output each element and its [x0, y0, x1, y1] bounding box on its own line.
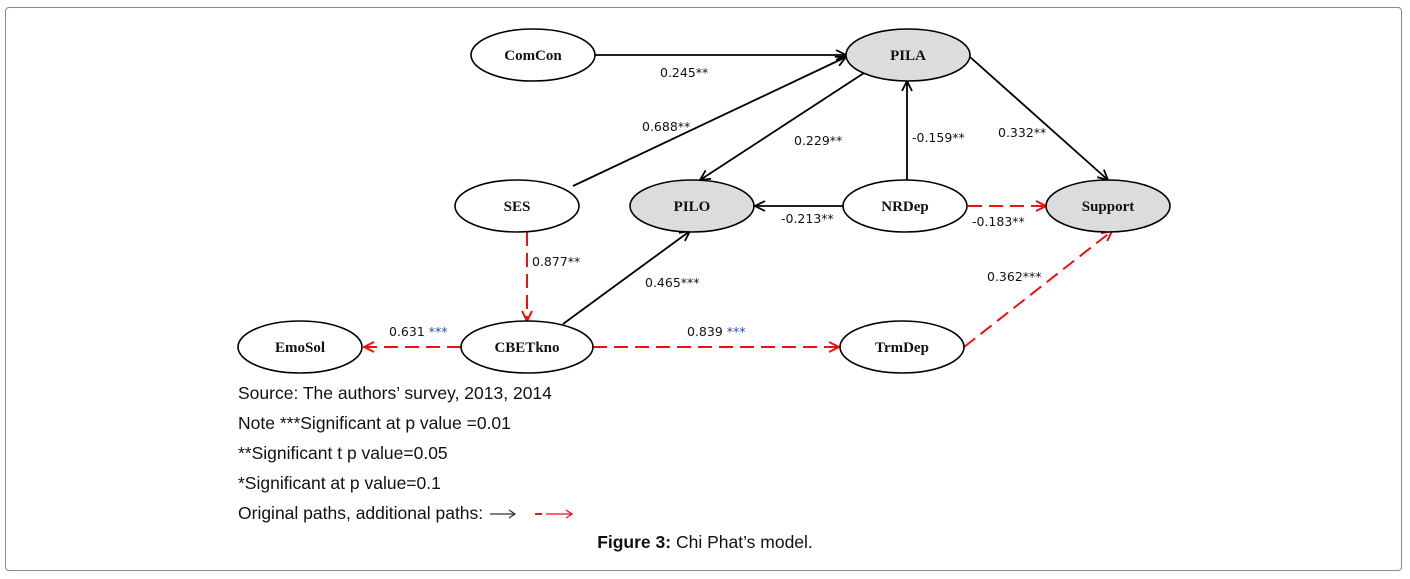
node-nrdep: NRDep [842, 179, 968, 233]
path-pila-to-pilo [700, 72, 865, 180]
significance-stars: ** [568, 254, 581, 269]
coef-label-cbetkno-to-trmdep: 0.839 *** [687, 324, 746, 339]
original-path-arrow-icon [490, 509, 517, 519]
node-label: Support [1082, 199, 1135, 215]
node-label: TrmDep [875, 340, 929, 356]
significance-stars: *** [429, 324, 448, 339]
figure-notes: Source: The authors’ survey, 2013, 2014 … [238, 378, 577, 528]
coef-value: -0.159 [912, 130, 952, 145]
node-ellipse [839, 320, 965, 374]
node-ellipse [1045, 179, 1171, 233]
coef-value: 0.332 [998, 125, 1034, 140]
coef-value: 0.245 [660, 65, 696, 80]
caption-prefix: Figure 3: [597, 532, 672, 552]
coef-value: -0.183 [972, 214, 1012, 229]
coef-value: 0.631 [389, 324, 429, 339]
coef-label-comcon-to-pila: 0.245** [660, 65, 708, 80]
additional-path-arrow-icon [534, 509, 574, 519]
significance-stars: *** [681, 275, 700, 290]
legend-text: Original paths, additional paths: [238, 503, 489, 523]
coef-label-cbetkno-to-pilo: 0.465*** [645, 275, 700, 290]
coef-label-ses-to-cbetkno: 0.877** [532, 254, 580, 269]
node-ellipse [460, 320, 594, 374]
significance-stars: ** [830, 133, 843, 148]
significance-stars: ** [952, 130, 965, 145]
node-label: SES [504, 199, 531, 215]
node-label: EmoSol [275, 340, 325, 356]
path-pila-to-support [969, 56, 1108, 180]
node-ellipse [845, 28, 971, 82]
significance-stars: ** [821, 211, 834, 226]
coef-label-pila-to-pilo: 0.229** [794, 133, 842, 148]
node-label: PILO [674, 199, 711, 215]
node-ellipse [237, 320, 363, 374]
coef-value: 0.839 [687, 324, 727, 339]
coef-value: 0.229 [794, 133, 830, 148]
node-cbetkno: CBETkno [460, 320, 594, 374]
coef-label-nrdep-to-pila: -0.159** [912, 130, 965, 145]
path-cbetkno-to-pilo [562, 231, 690, 325]
significance-stars: ** [1034, 125, 1047, 140]
node-label: ComCon [504, 48, 562, 64]
coef-label-pila-to-support: 0.332** [998, 125, 1046, 140]
node-label: NRDep [881, 199, 929, 215]
figure-caption: Figure 3: Chi Phat’s model. [0, 532, 1410, 553]
node-comcon: ComCon [470, 28, 596, 82]
significance-note-1: Note ***Significant at p value =0.01 [238, 413, 511, 433]
caption-text: Chi Phat’s model. [671, 532, 813, 552]
node-ellipse [842, 179, 968, 233]
coef-value: 0.465 [645, 275, 681, 290]
significance-stars: *** [727, 324, 746, 339]
node-emosol: EmoSol [237, 320, 363, 374]
significance-note-3: *Significant at p value=0.1 [238, 473, 441, 493]
coef-label-ses-to-pila: 0.688** [642, 119, 690, 134]
path-trmdep-to-support [963, 231, 1112, 348]
coef-value: 0.688 [642, 119, 678, 134]
significance-stars: ** [1012, 214, 1025, 229]
coef-value: 0.362 [987, 269, 1023, 284]
node-ellipse [454, 179, 580, 233]
significance-note-2: **Significant t p value=0.05 [238, 443, 448, 463]
significance-stars: ** [696, 65, 709, 80]
coef-value: 0.877 [532, 254, 568, 269]
node-pilo: PILO [629, 179, 755, 233]
path-ses-to-pila [572, 57, 846, 187]
coef-label-cbetkno-to-emosol: 0.631 *** [389, 324, 448, 339]
node-support: Support [1045, 179, 1171, 233]
node-ses: SES [454, 179, 580, 233]
significance-stars: ** [678, 119, 691, 134]
node-label: PILA [890, 48, 926, 64]
coef-value: -0.213 [781, 211, 821, 226]
significance-stars: *** [1023, 269, 1042, 284]
node-label: CBETkno [494, 340, 559, 356]
node-pila: PILA [845, 28, 971, 82]
node-trmdep: TrmDep [839, 320, 965, 374]
node-ellipse [470, 28, 596, 82]
legend-line: Original paths, additional paths: [238, 498, 577, 528]
coef-label-nrdep-to-pilo: -0.213** [781, 211, 834, 226]
node-ellipse [629, 179, 755, 233]
source-note: Source: The authors’ survey, 2013, 2014 [238, 383, 552, 403]
coef-label-nrdep-to-support: -0.183** [972, 214, 1025, 229]
figure-frame [5, 7, 1402, 571]
coef-label-trmdep-to-support: 0.362*** [987, 269, 1042, 284]
